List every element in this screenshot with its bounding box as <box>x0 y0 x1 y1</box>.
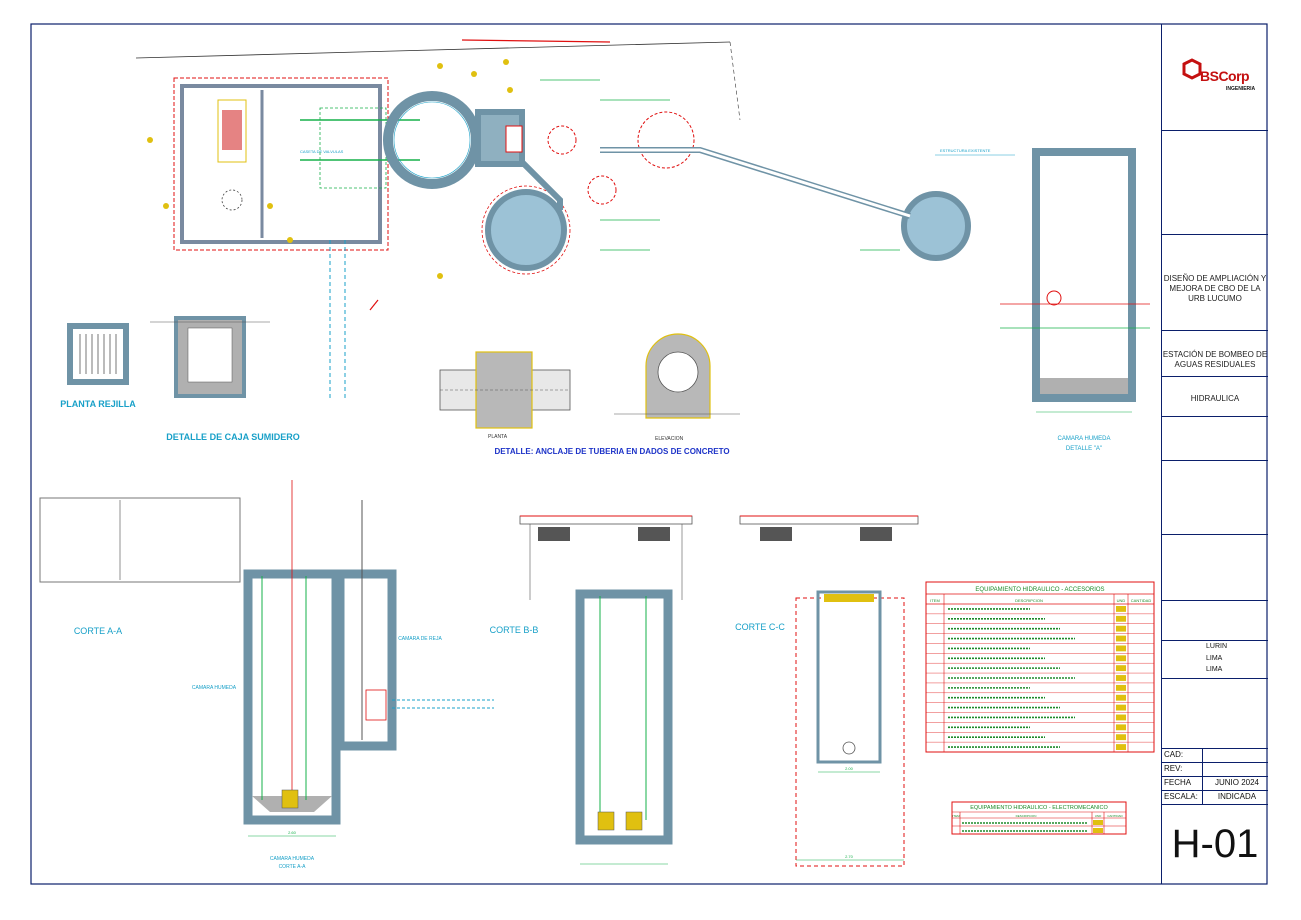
caseta-label: CASETA DE VALVULAS <box>300 149 344 154</box>
corte-bb: CORTE B-B <box>490 515 693 865</box>
table1-col-und: UND <box>1117 598 1126 603</box>
escala-label: ESCALA: <box>1164 792 1198 801</box>
sheet-border <box>30 23 1268 885</box>
table1-col-qty: CANTIDAD <box>1131 598 1152 603</box>
rev-label: REV: <box>1164 764 1183 773</box>
corte-aa: CORTE A-A CAMARA HUMEDA CAMARA DE REJA 2… <box>39 480 494 870</box>
camara-humeda-corte-label: CAMARA HUMEDA <box>270 856 315 862</box>
table1-row-und <box>1116 684 1126 691</box>
rev-row: REV: <box>1162 762 1268 777</box>
corte-aa-sub-label: CORTE A-A <box>279 864 307 870</box>
province-value: LIMA <box>1206 655 1223 662</box>
corte-aa-title: CORTE A-A <box>74 626 122 636</box>
department-value: LIMA <box>1206 666 1223 673</box>
table1-row-und <box>1116 665 1126 672</box>
table1-row-und <box>1116 635 1126 642</box>
table1-row-und <box>1116 675 1126 681</box>
review-cell <box>1162 600 1268 641</box>
signature-cell <box>1162 460 1268 535</box>
equipamiento-electromecanico-table: EQUIPAMIENTO HIDRAULICO - ELECTROMECANIC… <box>951 801 1127 835</box>
table1-row-und <box>1116 744 1126 750</box>
title-block: BSCorp INGENIERIA DISEÑO DE AMPLIACIÓN Y… <box>1161 24 1268 884</box>
table1-title: EQUIPAMIENTO HIDRAULICO - ACCESORIOS <box>975 587 1104 593</box>
corte-bb-title: CORTE B-B <box>490 625 539 635</box>
table1-row-und <box>1116 615 1126 622</box>
plan-cell: ESTACIÓN DE BOMBEO DE AGUAS RESIDUALES <box>1162 330 1268 377</box>
notes-cell <box>1162 678 1268 749</box>
rejilla-detail: PLANTA REJILLA DETALLE DE CAJA SUMIDERO <box>60 299 379 442</box>
detalle-a-title: DETALLE "A" <box>1066 446 1102 452</box>
table1-row-und <box>1116 606 1126 612</box>
detalle-caja-title: DETALLE DE CAJA SUMIDERO <box>166 432 300 442</box>
project-cell: DISEÑO DE AMPLIACIÓN Y MEJORA DE CBO DE … <box>1162 234 1268 331</box>
table1-row-und <box>1116 694 1126 701</box>
anclaje-detail: PLANTA ELEVACION DETALLE: ANCLAJE DE TUB… <box>439 333 740 456</box>
table1-row-und <box>1116 704 1126 711</box>
table1-row-und <box>1116 724 1126 731</box>
corte-cc: CORTE C-C 2.00 2.70 <box>735 515 919 867</box>
fecha-label: FECHA <box>1164 778 1192 787</box>
sheet-number-cell: H-01 <box>1162 804 1268 884</box>
dim-270: 2.70 <box>845 854 854 859</box>
estructura-existente-label: ESTRUCTURA EXISTENTE <box>940 148 991 153</box>
logo-sub: INGENIERIA <box>1226 86 1256 92</box>
camara-humeda-detail: CAMARA HUMEDA DETALLE "A" <box>1000 148 1150 452</box>
dim-200: 2.00 <box>845 766 854 771</box>
table2-col-desc: DESCRIPCION <box>1016 814 1037 818</box>
equipamiento-accesorios-table: EQUIPAMIENTO HIDRAULICO - ACCESORIOS ITE… <box>925 581 1155 753</box>
specialty-cell: HIDRAULICA <box>1162 376 1268 417</box>
blank-cell <box>1162 130 1268 235</box>
sheet-number: H-01 <box>1171 822 1259 866</box>
planta-label: PLANTA <box>488 434 508 440</box>
table2-col-qty: CANTIDAD <box>1107 814 1123 818</box>
table2-col-und: UND <box>1095 814 1102 818</box>
cad-label: CAD: <box>1164 750 1184 759</box>
escala-row: ESCALA: INDICADA <box>1162 790 1268 805</box>
specialty: HIDRAULICA <box>1190 394 1240 403</box>
table2-col-item: ITEM <box>952 814 960 818</box>
table1-col-item: ITEM <box>930 598 940 603</box>
fecha-row: FECHA JUNIO 2024 <box>1162 776 1268 791</box>
approval-cell <box>1162 534 1268 601</box>
detalle-anclaje-title: DETALLE: ANCLAJE DE TUBERIA EN DADOS DE … <box>494 447 729 456</box>
camara-humeda-label: CAMARA HUMEDA <box>192 685 237 691</box>
table1-col-desc: DESCRIPCION <box>1015 598 1043 603</box>
table1-row-und <box>1116 734 1126 741</box>
table1-row-und <box>1116 655 1126 662</box>
camara-rejas-label: CAMARA DE REJA <box>398 636 442 642</box>
logo-cell: BSCorp INGENIERIA <box>1162 24 1268 131</box>
project-title: DISEÑO DE AMPLIACIÓN Y MEJORA DE CBO DE … <box>1163 274 1267 303</box>
table1-row-und <box>1116 714 1126 721</box>
table1-row-und <box>1116 625 1126 632</box>
planta-rejilla-title: PLANTA REJILLA <box>60 399 136 409</box>
logo-text: BSCorp <box>1200 68 1250 84</box>
table2-title: EQUIPAMIENTO HIDRAULICO - ELECTROMECANIC… <box>970 805 1108 811</box>
location-cell: LURIN LIMA LIMA <box>1162 640 1268 679</box>
professional-cell <box>1162 416 1268 461</box>
corte-cc-title: CORTE C-C <box>735 622 785 632</box>
plan-name: ESTACIÓN DE BOMBEO DE AGUAS RESIDUALES <box>1162 350 1268 369</box>
company-logo <box>1182 58 1202 80</box>
table1-row-und <box>1116 645 1126 652</box>
fecha-value: JUNIO 2024 <box>1214 778 1260 787</box>
camara-humeda-a-title: CAMARA HUMEDA <box>1057 436 1110 442</box>
elevacion-label: ELEVACION <box>655 436 684 442</box>
district-value: LURIN <box>1206 643 1228 650</box>
cad-row: CAD: <box>1162 748 1268 763</box>
plan-view: CASETA DE VALVULAS ESTRUCTURA EXISTENTE <box>135 39 1015 400</box>
dim-260: 2.60 <box>288 830 297 835</box>
escala-value: INDICADA <box>1217 792 1257 801</box>
